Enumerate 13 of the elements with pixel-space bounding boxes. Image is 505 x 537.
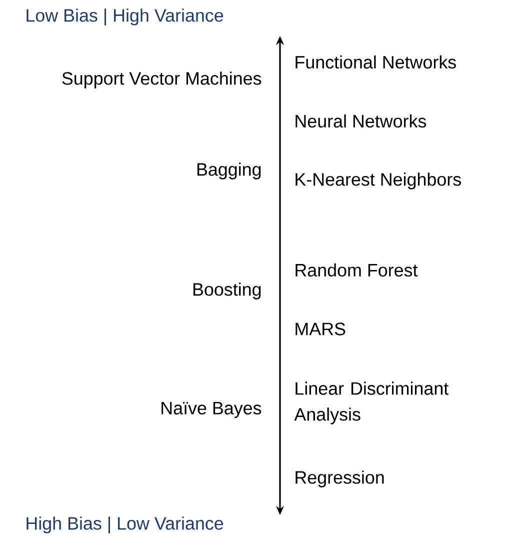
label-text: Functional Networks bbox=[296, 55, 456, 69]
label-text: Low Bias | High Variance bbox=[26, 8, 224, 26]
label-text: Naïve Bayes bbox=[162, 402, 262, 418]
label-text: High Bias | Low Variance bbox=[26, 516, 224, 534]
label-text: Random Forest bbox=[296, 263, 418, 277]
label-text: Support Vector Machines bbox=[62, 72, 262, 88]
label-text: Regression bbox=[296, 470, 384, 488]
label-text: MARS bbox=[296, 322, 346, 336]
label-text: Boosting bbox=[193, 282, 261, 300]
label-text: K-Nearest Neighbors bbox=[296, 172, 461, 190]
label-text: Neural Networks bbox=[296, 114, 426, 128]
label-text: Linear Discriminant Analysis bbox=[294, 382, 448, 424]
label-text: Bagging bbox=[197, 162, 261, 180]
